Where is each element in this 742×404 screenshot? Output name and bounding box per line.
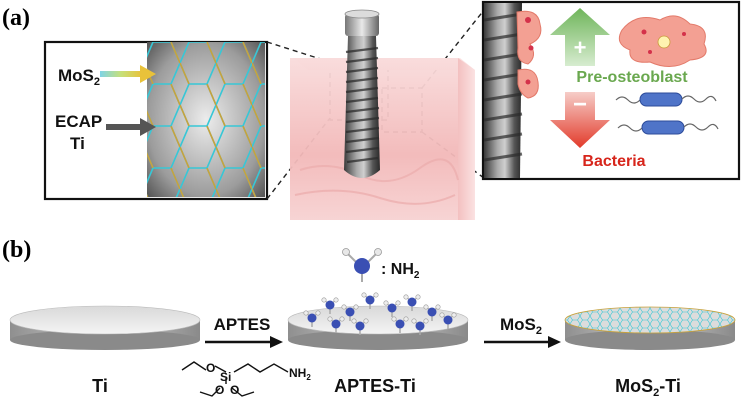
attached-cell	[517, 68, 539, 99]
pre-osteoblast-cell	[618, 15, 707, 67]
bacterium	[617, 120, 719, 135]
nh2-molecule	[403, 294, 421, 311]
nh2-molecule	[361, 292, 379, 309]
mos2-arrow-b	[484, 336, 561, 348]
nh2-molecule	[327, 316, 345, 333]
nh2-molecule	[341, 304, 359, 321]
nh2-molecule	[303, 310, 321, 327]
mos2-arrow-label: MoS2	[500, 315, 542, 337]
nh2-molecule	[351, 318, 369, 335]
mos2-ti-disk	[564, 306, 736, 350]
pre-osteoblast-label: Pre-osteoblast	[576, 69, 688, 86]
nh2-molecule	[411, 318, 429, 335]
nh2-molecule	[383, 300, 401, 317]
aptes-nh2: NH2	[289, 366, 311, 382]
panel-a-label: (a)	[2, 5, 30, 31]
mos2-ti-caption: MoS2-Ti	[615, 376, 681, 399]
nh2-molecule	[391, 316, 409, 333]
aptes-ti-disk	[287, 305, 469, 350]
mos2-ecap-zoom-box: MoS2 ECAP Ti	[43, 40, 269, 201]
nh2-molecule	[423, 304, 441, 321]
mos2-arrow	[100, 65, 156, 83]
nh2-legend: : NH2	[342, 248, 420, 282]
cell-response-box: + Pre-osteoblast − Bacteria	[481, 0, 741, 181]
decrease-arrow: −	[550, 91, 610, 148]
tissue-block	[290, 58, 475, 220]
nh2-molecule	[321, 297, 339, 314]
mos2-label: MoS2	[58, 66, 100, 88]
panel-b-label: (b)	[2, 237, 31, 263]
bacteria-label: Bacteria	[582, 153, 645, 170]
implant-screw	[344, 9, 380, 178]
bacterium	[615, 92, 717, 107]
aptes-arrow	[205, 336, 283, 348]
increase-arrow: +	[550, 8, 610, 66]
minus-icon: −	[573, 91, 587, 118]
aptes-o1: O	[206, 361, 215, 375]
plus-icon: +	[574, 35, 587, 60]
aptes-o2: O	[215, 383, 224, 397]
attached-cell	[516, 10, 542, 65]
nh2-legend-label: : NH2	[381, 261, 420, 281]
ti-disk	[9, 305, 201, 350]
aptes-o3: O	[230, 383, 239, 397]
nh2-molecule	[439, 312, 457, 329]
aptes-arrow-label: APTES	[214, 315, 271, 334]
aptes-structure	[181, 361, 289, 397]
ecap-label: ECAP	[55, 112, 102, 131]
ti-label: Ti	[70, 134, 85, 153]
ti-caption: Ti	[92, 376, 108, 396]
aptes-si: Si	[220, 370, 231, 384]
nh2-groups	[303, 292, 457, 335]
ecap-ti-arrow	[106, 118, 156, 136]
aptes-ti-caption: APTES-Ti	[334, 376, 416, 396]
